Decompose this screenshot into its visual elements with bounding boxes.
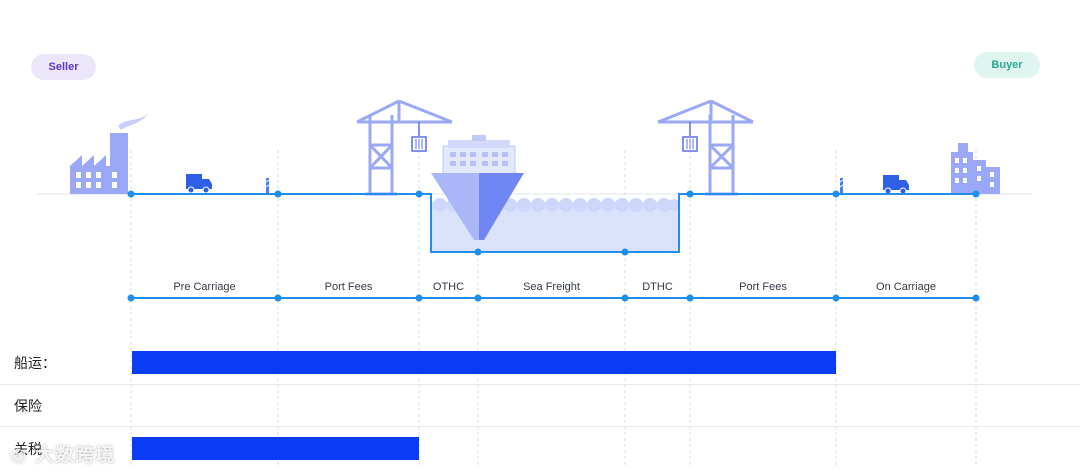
segment-label: Port Fees — [739, 281, 787, 293]
truck-icon — [186, 174, 212, 193]
factory-icon — [70, 114, 148, 194]
segment-labels: Pre Carriage Port Fees OTHC Sea Freight DTHC… — [173, 281, 936, 293]
container-hook-icon-right — [683, 122, 697, 151]
divider-lines — [131, 150, 976, 468]
checkpoint-post-icon-right — [840, 178, 843, 193]
crane-icon-right — [658, 101, 753, 194]
container-hook-icon — [412, 122, 426, 151]
watermark: ◎ 大数跨境 — [10, 440, 115, 467]
row-divider — [0, 426, 1080, 427]
row-label-insurance: 保险 — [14, 396, 42, 416]
segment-label: Pre Carriage — [173, 281, 235, 293]
segment-label: DTHC — [642, 281, 673, 293]
row-label-shipping: 船运： — [14, 353, 56, 373]
coverage-bar — [132, 437, 419, 460]
truck-icon-right — [883, 175, 909, 194]
row-divider — [0, 384, 1080, 385]
coverage-bar — [132, 351, 836, 374]
checkpoint-post-icon — [266, 178, 269, 193]
segment-label: Sea Freight — [523, 281, 580, 293]
segment-label: On Carriage — [876, 281, 936, 293]
segment-label: Port Fees — [325, 281, 373, 293]
segment-label: OTHC — [433, 281, 464, 293]
